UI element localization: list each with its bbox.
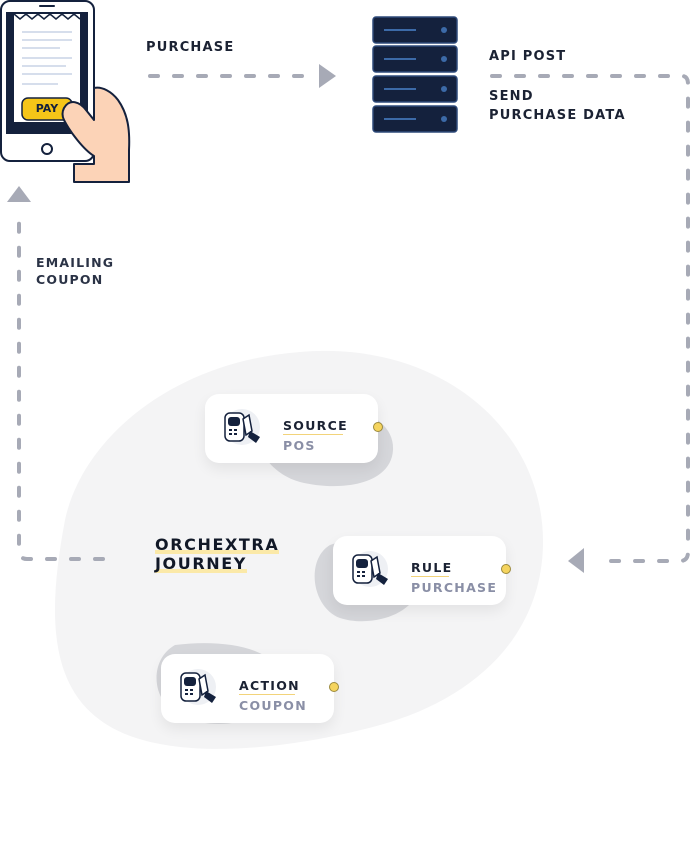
rule-arrow-icon (568, 548, 584, 573)
send-label-line1: SEND (489, 89, 534, 104)
emailing-arrow-icon (7, 186, 31, 202)
action-card-connector[interactable] (329, 682, 339, 692)
purchase-arrow-icon (319, 64, 336, 88)
emailing-flow-line (17, 206, 105, 561)
source-card-subtitle: POS (283, 438, 316, 453)
pos-terminal-icon (180, 669, 216, 705)
pos-terminal-icon (352, 551, 388, 587)
source-card-title: SOURCE (283, 418, 348, 433)
journey-title-text1: ORCHEXTRA (155, 535, 280, 554)
hand-icon (61, 86, 131, 183)
emailing-label-line2: COUPON (36, 272, 104, 287)
source-card[interactable]: SOURCE POS (205, 394, 383, 463)
rule-card-title: RULE (411, 560, 453, 575)
server-icon (372, 16, 458, 133)
send-label-line2: PURCHASE DATA (489, 108, 626, 123)
emailing-label-line1: EMAILING (36, 255, 115, 270)
action-card-subtitle: COUPON (239, 698, 307, 713)
source-card-underline (283, 434, 343, 435)
pos-terminal-icon (224, 409, 260, 445)
rule-card[interactable]: RULE PURCHASE (333, 536, 511, 605)
action-card-underline (239, 694, 295, 695)
api-post-flow-line (490, 74, 690, 563)
pay-button: PAY (35, 102, 59, 115)
api-post-label: API POST (489, 49, 567, 64)
action-card-title: ACTION (239, 678, 300, 693)
source-card-connector[interactable] (373, 422, 383, 432)
journey-title-line2: JOURNEY (155, 554, 247, 573)
journey-title-text2: JOURNEY (155, 554, 247, 573)
rule-card-subtitle: PURCHASE (411, 580, 498, 595)
action-card[interactable]: ACTION COUPON (161, 654, 339, 723)
rule-card-connector[interactable] (501, 564, 511, 574)
rule-card-underline (411, 576, 449, 577)
journey-title-line1: ORCHEXTRA (155, 535, 279, 554)
purchase-label: PURCHASE (146, 40, 235, 55)
